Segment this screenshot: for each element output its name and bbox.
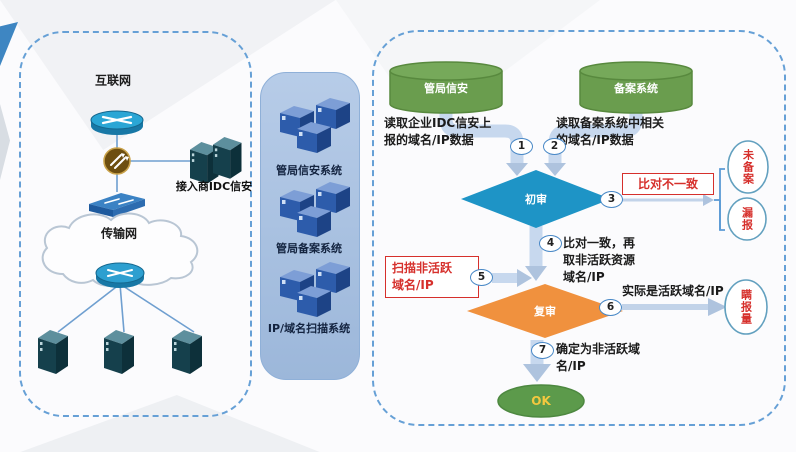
read-infosec-desc: 读取企业IDC信安上 报的域名/IP数据	[384, 116, 492, 147]
confirm-inactive-text: 确定为非活跃域 名/IP	[556, 342, 641, 373]
mismatch-box: 比对不一致	[622, 173, 714, 195]
infosec-db-cylinder	[389, 61, 503, 114]
internet-router-icon	[90, 110, 144, 135]
filing-db-cylinder	[579, 61, 693, 114]
step-circle-3: 3	[600, 191, 623, 208]
infosec-db-label: 管局信安	[424, 82, 468, 95]
filing-db-label: 备案系统	[614, 82, 658, 95]
bureau-filing-system-label: 管局备案系统	[276, 242, 342, 255]
bureau-infosec-cluster-icon	[280, 98, 350, 153]
step-circle-2: 2	[543, 138, 566, 155]
outcome-unfiled-label: 未备案	[741, 149, 755, 185]
scan-system-label: IP/域名扫描系统	[267, 322, 351, 335]
review2-label: 复审	[534, 305, 556, 318]
scan-inactive-box: 扫描非活跃 域名/IP	[385, 256, 479, 298]
review1-diamond	[461, 170, 611, 228]
flow-arrowheads	[506, 163, 727, 382]
review1-label: 初审	[525, 193, 547, 206]
scan-system-cluster-icon	[280, 262, 350, 317]
edge-server-icons	[38, 330, 202, 374]
ok-label: OK	[531, 394, 551, 408]
switch-icon	[89, 193, 145, 217]
step-circle-7: 7	[531, 342, 554, 359]
transport-cloud-label: 传输网	[100, 226, 138, 241]
outcome-missed-label: 漏报	[740, 207, 754, 231]
review2-diamond	[467, 284, 623, 338]
match-consistent-text: 比对一致，再 取非活跃资源 域名/IP	[563, 236, 636, 284]
outcome-bracket	[714, 168, 725, 231]
read-filing-desc: 读取备案系统中相关 的域名/IP数据	[556, 116, 665, 147]
step-circle-6: 6	[599, 299, 622, 316]
step-circle-1: 1	[510, 138, 533, 155]
step-circle-5: 5	[470, 269, 493, 286]
outcome-concealed-label: 瞒报量	[739, 289, 753, 325]
actually-active-text: 实际是活跃域名/IP	[622, 284, 724, 298]
mpls-node-icon	[103, 147, 131, 175]
step-circle-4: 4	[539, 235, 562, 252]
network-zone-panel	[19, 31, 252, 417]
bg-sliver-gray-left	[0, 104, 10, 180]
internet-label: 互联网	[94, 73, 132, 88]
isp-idc-label: 接入商IDC信安	[175, 180, 253, 193]
bureau-infosec-system-label: 管局信安系统	[276, 164, 342, 177]
outcome-unfiled-ellipse	[727, 140, 769, 194]
flowchart-panel	[372, 30, 786, 426]
bureau-filing-cluster-icon	[280, 182, 350, 237]
ok-ellipse	[497, 384, 585, 418]
isp-idc-servers-icon	[190, 137, 242, 184]
outcome-concealed-ellipse	[724, 279, 768, 335]
outcome-missed-ellipse	[727, 197, 767, 241]
transport-router-icon	[95, 262, 145, 288]
